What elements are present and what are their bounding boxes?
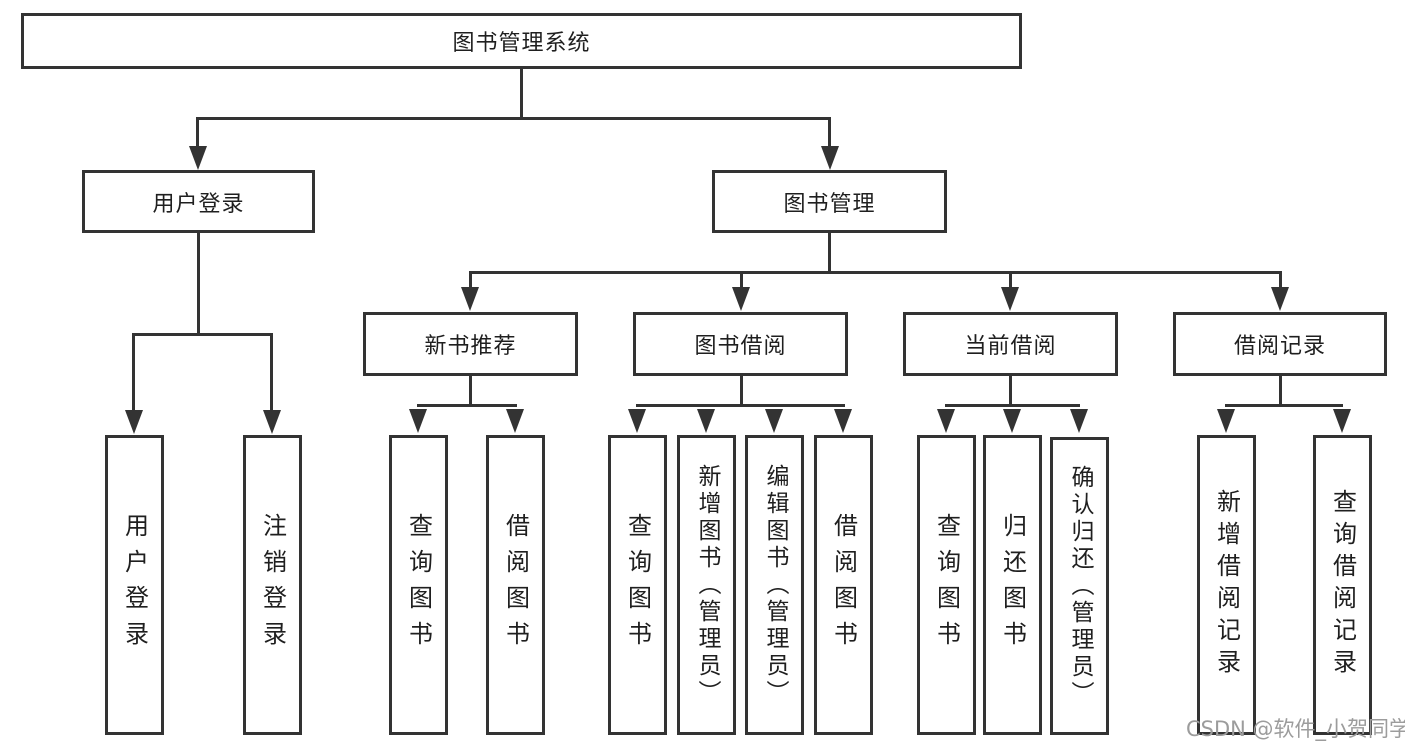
arrowhead-down-icon [628, 409, 646, 433]
connector-line [1009, 271, 1012, 287]
node-label: 注销登录 [258, 513, 287, 657]
arrowhead-down-icon [821, 146, 839, 170]
connector-line [828, 117, 831, 147]
connector-line [1279, 271, 1282, 287]
leaf-logout: 注销登录 [243, 435, 302, 735]
leaf-borrow-books: 借阅图书 [486, 435, 545, 735]
csdn-watermark: CSDN @软件_小贺同学 [1186, 717, 1405, 741]
connector-line [1009, 376, 1012, 407]
node-label: 借阅记录 [1233, 334, 1326, 359]
connector-line [196, 117, 831, 120]
connector-line [196, 117, 199, 147]
node-label: 用户登录 [120, 513, 149, 657]
connector-line [740, 271, 743, 287]
connector-line [1279, 376, 1282, 407]
arrowhead-down-icon [461, 287, 479, 311]
node-label: 图书管理系统 [452, 31, 591, 56]
connector-line [132, 333, 135, 410]
node-label: 查询图书 [623, 513, 652, 657]
node-label: 新增图书（管理员） [694, 463, 720, 707]
node-label: 借阅图书 [829, 513, 858, 657]
node-label: 新增借阅记录 [1212, 489, 1241, 681]
connector-line [469, 271, 1282, 274]
arrowhead-down-icon [125, 410, 143, 434]
connector-line [417, 404, 517, 407]
leaf-query-books: 查询图书 [917, 435, 976, 735]
node-current-borrowing: 当前借阅 [903, 312, 1118, 376]
arrowhead-down-icon [1333, 409, 1351, 433]
node-user-login: 用户登录 [82, 170, 315, 233]
connector-line [945, 404, 1080, 407]
connector-line [1225, 404, 1343, 407]
connector-line [740, 376, 743, 407]
node-label: 新书推荐 [424, 334, 517, 359]
node-label: 归还图书 [998, 513, 1027, 657]
connector-line [469, 271, 472, 287]
arrowhead-down-icon [1271, 287, 1289, 311]
leaf-query-books: 查询图书 [389, 435, 448, 735]
arrowhead-down-icon [937, 409, 955, 433]
arrowhead-down-icon [263, 410, 281, 434]
connector-line [636, 404, 845, 407]
node-label: 查询图书 [404, 513, 433, 657]
node-label: 用户登录 [152, 191, 245, 217]
connector-line [469, 376, 472, 407]
arrowhead-down-icon [697, 409, 715, 433]
leaf-query-borrow-record: 查询借阅记录 [1313, 435, 1372, 735]
node-book-borrowing: 图书借阅 [633, 312, 848, 376]
connector-line [132, 333, 273, 336]
arrowhead-down-icon [1217, 409, 1235, 433]
node-label: 确认归还（管理员） [1067, 464, 1093, 708]
arrowhead-down-icon [1070, 409, 1088, 433]
node-label: 当前借阅 [964, 334, 1057, 359]
arrowhead-down-icon [1003, 409, 1021, 433]
leaf-confirm-return-admin: 确认归还（管理员） [1050, 437, 1109, 735]
node-label: 查询图书 [932, 513, 961, 657]
connector-line [520, 68, 523, 118]
connector-line [828, 233, 831, 274]
node-label: 借阅图书 [501, 513, 530, 657]
connector-line [270, 333, 273, 410]
leaf-user-login: 用户登录 [105, 435, 164, 735]
arrowhead-down-icon [834, 409, 852, 433]
node-label: 图书管理 [783, 191, 876, 217]
arrowhead-down-icon [506, 409, 524, 433]
leaf-add-books-admin: 新增图书（管理员） [677, 435, 736, 735]
node-library-management-system: 图书管理系统 [21, 13, 1022, 69]
leaf-return-books: 归还图书 [983, 435, 1042, 735]
arrowhead-down-icon [1001, 287, 1019, 311]
node-book-management: 图书管理 [712, 170, 947, 233]
leaf-borrow-books: 借阅图书 [814, 435, 873, 735]
arrowhead-down-icon [189, 146, 207, 170]
node-borrow-records: 借阅记录 [1173, 312, 1387, 376]
connector-line [197, 233, 200, 336]
leaf-add-borrow-record: 新增借阅记录 [1197, 435, 1256, 735]
leaf-edit-books-admin: 编辑图书（管理员） [745, 435, 804, 735]
node-label: 图书借阅 [694, 334, 787, 359]
node-label: 编辑图书（管理员） [762, 463, 788, 707]
arrowhead-down-icon [409, 409, 427, 433]
arrowhead-down-icon [765, 409, 783, 433]
node-label: 查询借阅记录 [1328, 489, 1357, 681]
leaf-query-books: 查询图书 [608, 435, 667, 735]
node-new-book-recommend: 新书推荐 [363, 312, 578, 376]
arrowhead-down-icon [732, 287, 750, 311]
